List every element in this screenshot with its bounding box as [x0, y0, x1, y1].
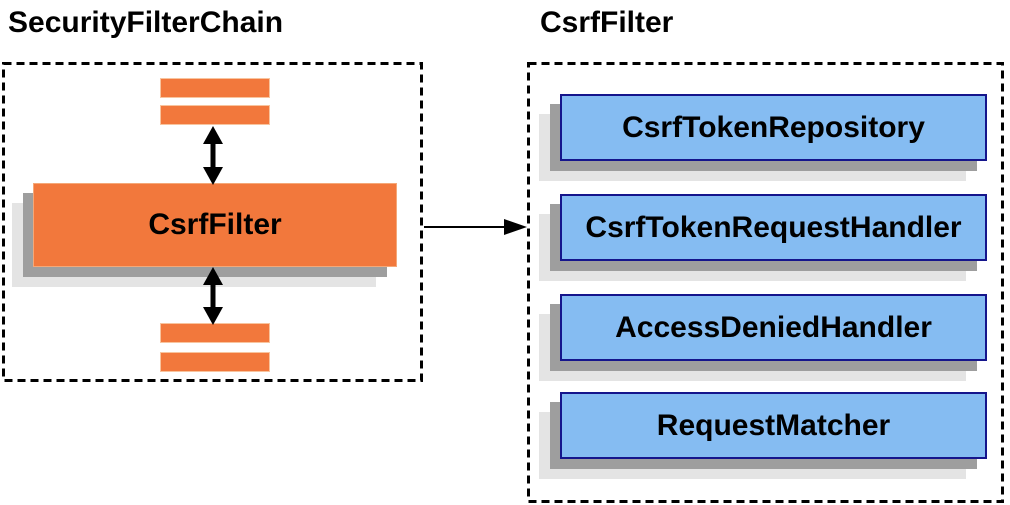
- component-box-access-denied-handler: AccessDeniedHandler: [560, 294, 987, 361]
- bidirectional-arrow-top: [203, 126, 223, 185]
- component-box-request-matcher: RequestMatcher: [560, 392, 987, 459]
- filter-placeholder-bar-bottom-2: [160, 352, 270, 372]
- component-label: RequestMatcher: [656, 408, 891, 442]
- filter-placeholder-bar-top-2: [160, 105, 270, 125]
- component-box-csrf-token-repository: CsrfTokenRepository: [560, 94, 987, 161]
- component-label: CsrfTokenRequestHandler: [585, 210, 962, 244]
- csrf-filter-box: CsrfFilter: [33, 183, 397, 267]
- filter-placeholder-bar-top-1: [160, 78, 270, 98]
- filter-placeholder-bar-bottom-1: [160, 323, 270, 343]
- csrf-filter-box-label: CsrfFilter: [148, 208, 282, 241]
- component-box-csrf-token-request-handler: CsrfTokenRequestHandler: [560, 194, 987, 261]
- security-filter-chain-title: SecurityFilterChain: [8, 6, 284, 39]
- bidirectional-arrow-bottom: [203, 267, 223, 325]
- csrf-filter-title: CsrfFilter: [540, 6, 674, 39]
- component-label: AccessDeniedHandler: [615, 310, 932, 344]
- csrf-filter-detail-arrow: [424, 219, 527, 235]
- component-label: CsrfTokenRepository: [622, 110, 925, 144]
